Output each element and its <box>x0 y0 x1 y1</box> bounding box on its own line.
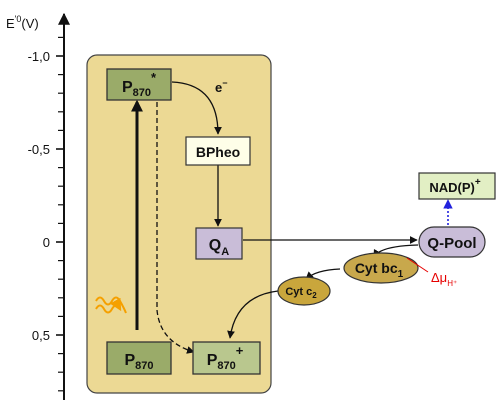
qa-node: QA <box>195 227 243 260</box>
axis-label: E'0(V) <box>6 14 39 31</box>
electron-label: e− <box>215 78 228 95</box>
p870-oxidized-node: P870+ <box>192 341 261 375</box>
axis-tick-label: 0 <box>43 235 50 250</box>
axis-tick-label: -0,5 <box>28 142 50 157</box>
p870-excited-label: P870* <box>122 70 157 99</box>
axis-ticks: -1,0 -0,5 0 0,5 <box>28 36 64 392</box>
axis-tick-label: -1,0 <box>28 49 50 64</box>
wavy-light-arrow-icon <box>95 296 127 314</box>
delta-mu-label: ΔμH⁺ <box>431 270 457 288</box>
energy-axis: E'0(V) -1,0 -0,5 0 0,5 <box>6 12 70 400</box>
arrows <box>131 81 453 354</box>
recombination-arrow <box>156 102 195 354</box>
p870-ground-label: P870 <box>124 352 153 372</box>
cytbc1-label: Cyt bc1 <box>355 260 404 280</box>
cytc2-node: Cyt c2 <box>277 276 331 306</box>
p870-ground-node: P870 <box>106 341 172 375</box>
qa-label: QA <box>209 237 229 258</box>
cytbc1-node: Cyt bc1 <box>343 252 419 284</box>
qpool-label: Q-Pool <box>427 235 476 252</box>
delta-mu-connector <box>406 257 429 273</box>
bpheo-node: BPheo <box>185 136 251 166</box>
p870-to-bpheo-arrow <box>171 81 222 135</box>
qpool-node: Q-Pool <box>418 226 486 258</box>
cytc2-to-p870-arrow <box>227 290 279 339</box>
cytc2-label: Cyt c2 <box>285 286 317 300</box>
p870-oxidized-label: P870+ <box>207 343 244 372</box>
p870-excited-node: P870* <box>106 68 172 101</box>
axis-tick-label: 0,5 <box>32 328 50 343</box>
bpheo-label: BPheo <box>196 144 240 160</box>
nadp-label: NAD(P)+ <box>429 177 481 195</box>
nadp-node: NAD(P)+ <box>418 172 496 200</box>
